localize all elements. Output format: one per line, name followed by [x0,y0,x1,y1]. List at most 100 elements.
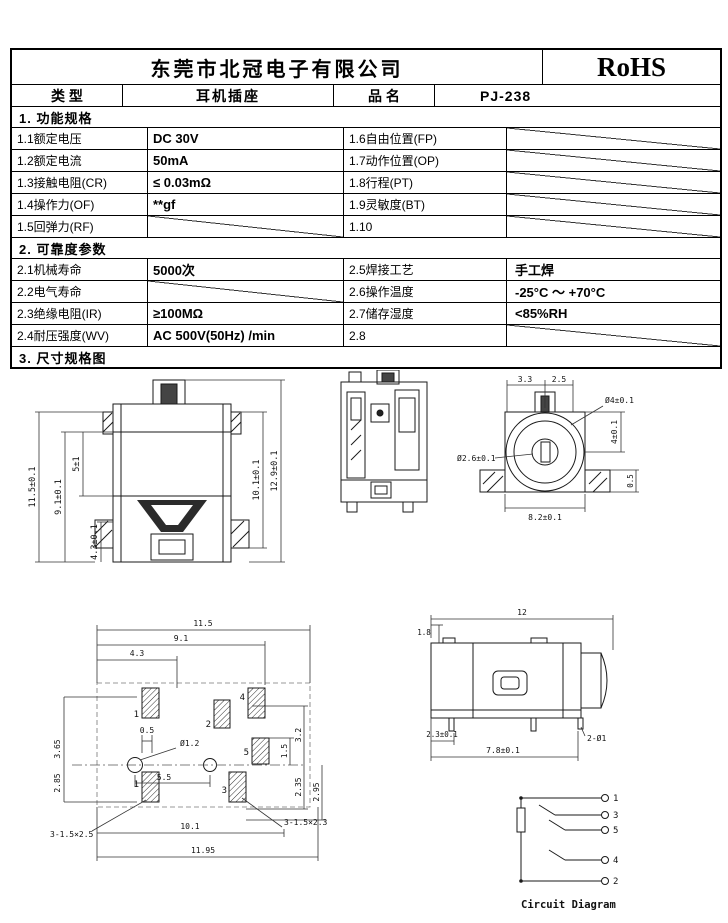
dim-label: 0.5 [626,474,635,488]
dim-label: 12 [517,608,527,617]
drawing-pcb-footprint: 11.5 9.1 4.3 3.65 2.85 0.5 Ø1.2 5.5 1.5 … [42,605,352,910]
spec-value: ≥100MΩ [147,303,343,324]
spec-row: 2.3绝缘电阻(IR) ≥100MΩ 2.7储存湿度 <85%RH [12,302,720,324]
spec-value: 手工焊 [506,259,720,280]
spec-row: 1.3接触电阻(CR) ≤ 0.03mΩ 1.8行程(PT) [12,171,720,193]
pin-number: 1 [613,794,618,804]
section1-title-row: 1. 功能规格 [12,106,720,127]
dim-label: 9.1±0.1 [54,479,64,515]
spec-label: 2.4耐压强度(WV) [17,329,110,343]
section-title: 3. 尺寸规格图 [19,350,107,366]
spec-label: 1.1额定电压 [17,132,82,146]
pad-number: 3 [222,786,227,796]
spec-label: 1.2额定电流 [17,154,82,168]
dim-label: 11.5 [193,619,212,628]
dim-label: 10.1±0.1 [252,460,262,501]
pad-number: 1 [134,780,139,790]
dim-label: 9.1 [174,634,189,643]
spec-value: 50mA [147,150,343,171]
spec-label: 2.7储存湿度 [343,303,506,324]
spec-label: 2.2电气寿命 [17,285,82,299]
spec-label: 2.3绝缘电阻(IR) [17,307,102,321]
spec-value-na [147,216,343,237]
dim-label: 2.3±0.1 [426,730,458,739]
spec-label: 1.5回弹力(RF) [17,220,94,234]
spec-row: 1.1额定电压 DC 30V 1.6自由位置(FP) [12,127,720,149]
circuit-caption: Circuit Diagram [521,899,616,911]
spec-row: 1.4操作力(OF) **gf 1.9灵敏度(BT) [12,193,720,215]
spec-label: 1.7动作位置(OP) [343,150,506,171]
dim-label: 11.5±0.1 [28,467,38,508]
spec-value: ≤ 0.03mΩ [147,172,343,193]
pad-number: 5 [244,748,249,758]
spec-value: DC 30V [147,128,343,149]
spec-row: 1.2额定电流 50mA 1.7动作位置(OP) [12,149,720,171]
pin-number: 4 [613,856,618,866]
company-name: 东莞市北冠电子有限公司 [150,58,404,81]
spec-label: 1.9灵敏度(BT) [343,194,506,215]
pin-number: 3 [613,811,618,821]
spec-label: 1.3接触电阻(CR) [17,176,108,190]
section-title: 1. 功能规格 [19,110,93,126]
drawing-circular-view: 3.3 2.5 Ø4±0.1 Ø2.6±0.1 4±0.1 8.2±0.1 0.… [455,372,645,532]
pad-number: 1 [134,710,139,720]
spec-value-na [506,128,720,149]
dim-label: 4.3±0.1 [90,524,100,560]
dim-label: 0.5 [140,726,155,735]
spec-label: 2.1机械寿命 [17,263,82,277]
section2-title-row: 2. 可靠度参数 [12,237,720,258]
pin-number: 5 [613,826,618,836]
dim-label: 8.2±0.1 [528,513,562,522]
dim-label: 7.8±0.1 [486,746,520,755]
spec-value-na [506,325,720,346]
pad-number: 4 [240,693,245,703]
dim-label: 2-Ø1 [587,733,606,743]
spec-value: **gf [147,194,343,215]
spec-label: 2.5焊接工艺 [343,259,506,280]
dim-label: 5.5 [157,773,172,782]
spec-label: 1.8行程(PT) [343,172,506,193]
spec-value-na [506,150,720,171]
spec-value: -25°C ～ +70°C [506,281,720,302]
spec-value-na [506,172,720,193]
spec-value-na [506,216,720,237]
pin-number: 2 [613,877,618,887]
spec-label: 1.6自由位置(FP) [343,128,506,149]
section-title: 2. 可靠度参数 [19,241,107,257]
spec-row: 1.5回弹力(RF) 1.10 [12,215,720,237]
spec-value: <85%RH [506,303,720,324]
spec-label: 2.6操作温度 [343,281,506,302]
type-label: 类 型 [51,87,83,104]
pad-size-note: 3-1.5×2.3 [284,818,328,827]
dim-label: Ø4±0.1 [605,395,634,405]
pad-size-note: 3-1.5×2.5 [50,830,94,839]
dim-label: 1.5 [280,744,289,759]
type-value: 耳机插座 [122,85,333,106]
spec-value-na [147,281,343,302]
dim-label: 3.65 [53,739,62,758]
dim-label: Ø2.6±0.1 [457,453,496,463]
pad-number: 2 [206,720,211,730]
spec-label: 1.10 [343,216,506,237]
spec-label: 2.8 [343,325,506,346]
spec-label: 1.4操作力(OF) [17,198,95,212]
drawing-side-view-small [327,369,442,520]
section3-title-row: 3. 尺寸规格图 [12,346,720,367]
spec-value-na [506,194,720,215]
rohs-badge: RoHS [542,50,720,84]
spec-row: 2.4耐压强度(WV) AC 500V(50Hz) /min 2.8 [12,324,720,346]
dim-label: Ø1.2 [180,738,199,748]
spec-row: 2.1机械寿命 5000次 2.5焊接工艺 手工焊 [12,258,720,280]
dim-label: 10.1 [180,822,199,831]
dim-label: 2.85 [53,773,62,792]
spec-value: AC 500V(50Hz) /min [147,325,343,346]
dim-label: 1.8 [417,628,431,637]
dim-label: 3.2 [294,728,303,743]
dim-label: 2.35 [294,777,303,796]
dim-label: 11.95 [191,846,215,855]
product-row: 类 型 耳机插座 品 名 PJ-238 [12,84,720,106]
header-row: 东莞市北冠电子有限公司 RoHS [12,50,720,84]
drawing-side-view: 12 1.8 2.3±0.1 7.8±0.1 2-Ø1 [413,605,633,780]
spec-value: 5000次 [147,259,343,280]
drawing-front-view: 11.5±0.1 9.1±0.1 5±1 4.3±0.1 10.1±0.1 12… [15,372,305,605]
